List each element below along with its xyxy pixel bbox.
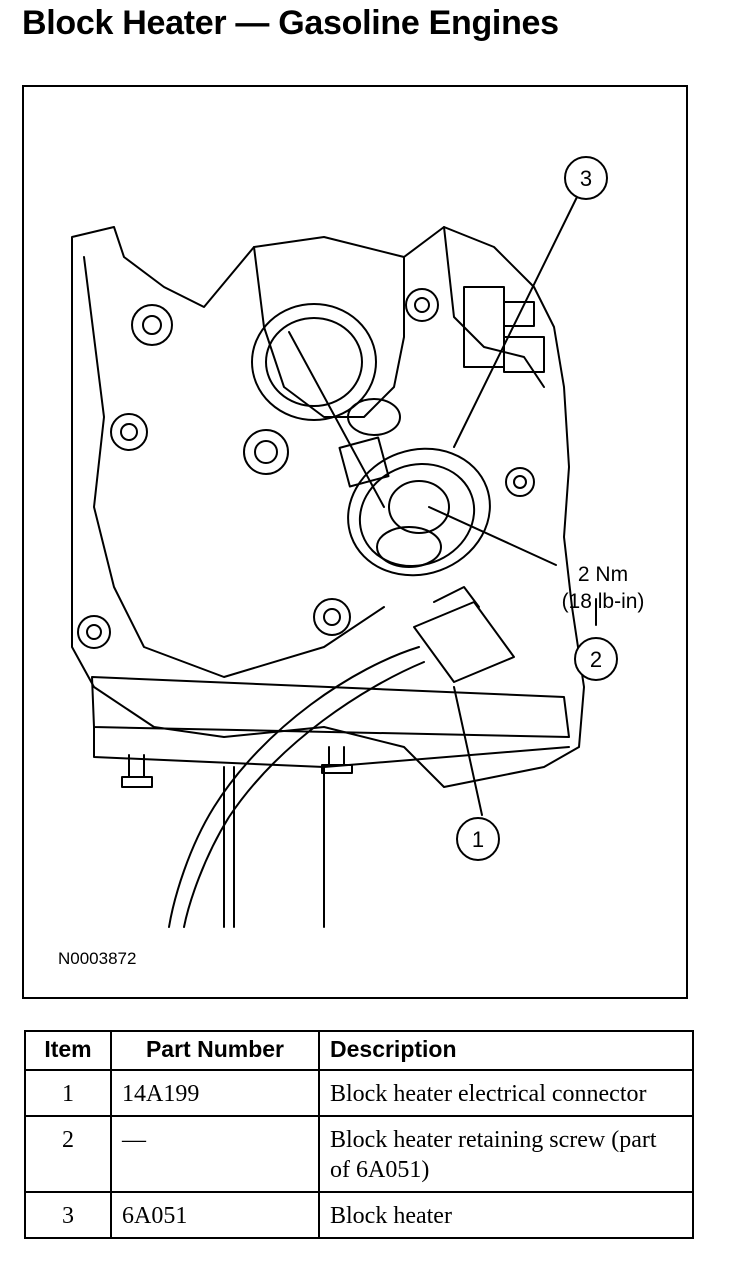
- bolt-boss: [405, 288, 439, 322]
- callout-circle-2: [574, 637, 618, 681]
- figure-id-label: N0003872: [58, 949, 137, 968]
- cell-part-number: —: [110, 1115, 320, 1193]
- block-heater-illustration: 3 2 1 2 Nm (18 lb-in) N0003872: [22, 85, 688, 999]
- cell-part-number: 14A199: [110, 1069, 320, 1117]
- cell-item: 2: [24, 1115, 112, 1193]
- table-row: 3 6A051 Block heater: [24, 1191, 694, 1239]
- leader-line-3: [453, 196, 578, 448]
- header-item: Item: [24, 1030, 112, 1071]
- callout-circle-3: [564, 156, 608, 200]
- bolt-boss: [77, 615, 111, 649]
- engine-block-drawing: 3 2 1: [71, 156, 618, 928]
- leader-line-center: [288, 331, 385, 508]
- cell-item: 3: [24, 1191, 112, 1239]
- core-plug-bore: [251, 303, 377, 421]
- cell-description: Block heater retaining screw (part of 6A…: [318, 1115, 694, 1193]
- page-title: Block Heater — Gasoline Engines: [22, 4, 559, 42]
- torque-imperial: (18 lb-in): [561, 590, 645, 613]
- bolt-boss: [110, 413, 148, 451]
- torque-metric: 2 Nm: [577, 563, 629, 586]
- oil-pan-rail: [91, 676, 570, 738]
- engine-block-edge: [443, 226, 545, 388]
- engine-block-ridge: [253, 246, 405, 418]
- bolt-boss: [313, 598, 351, 636]
- cell-part-number: 6A051: [110, 1191, 320, 1239]
- torque-spec: 2 Nm (18 lb-in): [538, 561, 668, 615]
- header-part-number: Part Number: [110, 1030, 320, 1071]
- bolt-boss: [243, 429, 289, 475]
- table-row: 2 — Block heater retaining screw (part o…: [24, 1115, 694, 1193]
- leader-line-2: [428, 506, 557, 566]
- heater-cord: [168, 646, 420, 928]
- engine-block-inner: [83, 256, 385, 678]
- cell-description: Block heater: [318, 1191, 694, 1239]
- table-row: 1 14A199 Block heater electrical connect…: [24, 1069, 694, 1117]
- parts-table: Item Part Number Description 1 14A199 Bl…: [24, 1030, 694, 1239]
- callout-circle-1: [456, 817, 500, 861]
- electrical-connector-part: [168, 586, 515, 928]
- leader-line-1: [453, 686, 483, 816]
- callout-number-2: 2: [590, 647, 602, 672]
- table-header-row: Item Part Number Description: [24, 1030, 694, 1071]
- bolt-boss: [505, 467, 535, 497]
- block-heater-part: [338, 398, 491, 577]
- cell-item: 1: [24, 1069, 112, 1117]
- callout-number-3: 3: [580, 166, 592, 191]
- engine-block-outline: [71, 226, 585, 788]
- callout-number-1: 1: [472, 827, 484, 852]
- header-description: Description: [318, 1030, 694, 1071]
- bolt-boss: [131, 304, 173, 346]
- cell-description: Block heater electrical connector: [318, 1069, 694, 1117]
